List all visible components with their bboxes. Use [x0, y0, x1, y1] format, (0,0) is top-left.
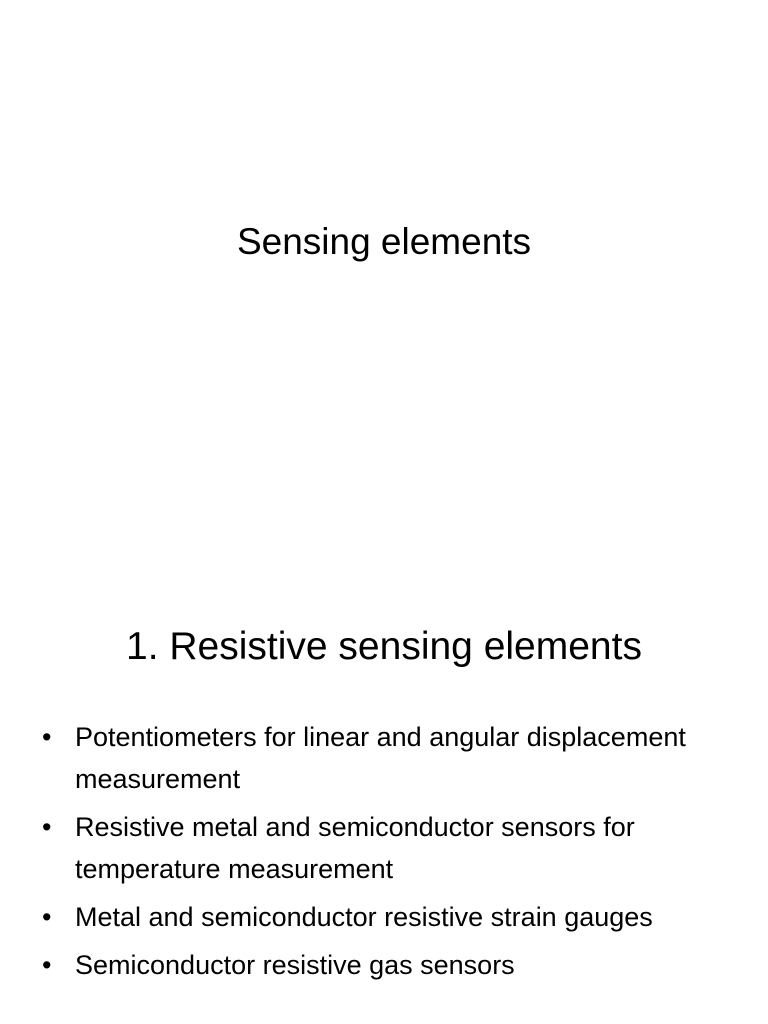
bullet-icon: •: [42, 902, 52, 932]
bullet-text: Metal and semiconductor resistive strain…: [75, 902, 653, 932]
slide-2: 1. Resistive sensing elements • Potentio…: [0, 576, 768, 1024]
slide-heading: 1. Resistive sensing elements: [126, 625, 642, 668]
bullet-text: Semiconductor resistive gas sensors: [75, 950, 515, 980]
list-item: • Semiconductor resistive gas sensors: [42, 944, 742, 986]
list-item: • Resistive metal and semiconductor sens…: [42, 806, 742, 890]
bullet-icon: •: [42, 950, 52, 980]
slide-title: Sensing elements: [236, 221, 532, 262]
bullet-text: Resistive metal and semiconductor sensor…: [75, 812, 635, 884]
bullet-icon: •: [42, 812, 52, 842]
list-item: • Metal and semiconductor resistive stra…: [42, 896, 742, 938]
bullet-text: Potentiometers for linear and angular di…: [75, 722, 686, 794]
bullet-icon: •: [42, 722, 52, 752]
list-item: • Potentiometers for linear and angular …: [42, 716, 742, 800]
slide-1: Sensing elements: [236, 221, 532, 262]
bullet-list: • Potentiometers for linear and angular …: [42, 716, 742, 992]
